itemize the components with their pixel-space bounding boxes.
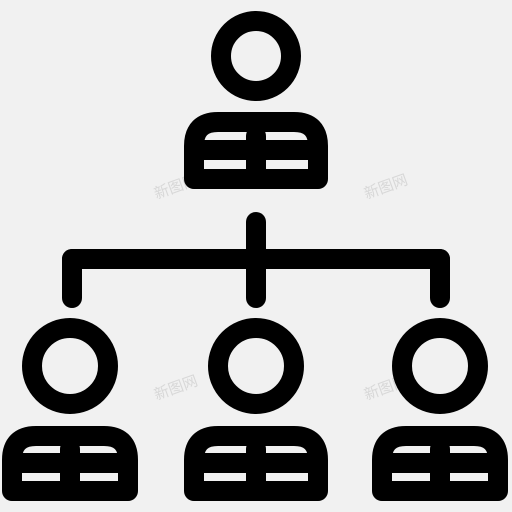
hierarchy-connectors [62, 212, 450, 308]
person-head [22, 318, 118, 414]
person-body [372, 426, 508, 501]
watermark-text: 新图网 [152, 372, 200, 404]
watermark-text: 新图网 [362, 171, 410, 203]
watermark-layer: 新图网 新图网 新图网 新图网 [152, 171, 410, 404]
person-head [208, 318, 304, 414]
person-head [211, 11, 301, 101]
person-head [392, 318, 488, 414]
person-body [184, 426, 328, 501]
person-body [184, 112, 328, 189]
person-icon-middle [184, 318, 328, 501]
person-icon-right [372, 318, 508, 501]
person-icon-left [2, 318, 138, 501]
person-body [2, 426, 138, 501]
person-icon-top [184, 11, 328, 189]
